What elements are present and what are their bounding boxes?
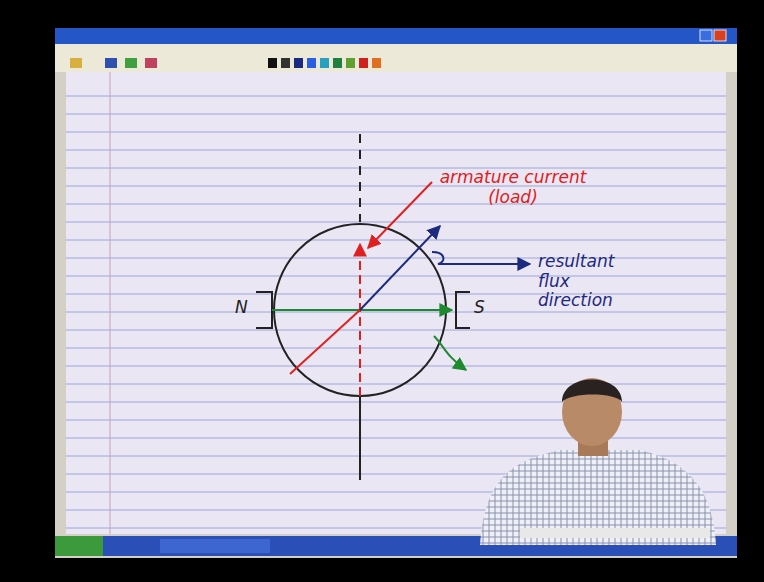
pole-label: S — [474, 298, 494, 318]
toolbar — [55, 54, 737, 72]
rotation-arrow — [434, 336, 466, 370]
window-frame — [55, 28, 737, 558]
armature-line — [290, 310, 360, 374]
presenter — [480, 378, 716, 545]
pole-label: N — [235, 298, 255, 318]
toolbar-swatches — [70, 58, 381, 68]
annotation-text: armature current (load) — [438, 168, 588, 207]
axis-dashed — [359, 134, 361, 222]
axis-line — [359, 396, 361, 480]
annotation-text: resultant flux direction — [538, 252, 648, 311]
armature-mmf-arrow — [359, 244, 361, 396]
south-pole — [456, 292, 470, 328]
title-bar — [55, 28, 737, 44]
north-pole — [256, 292, 272, 328]
margin-line — [110, 72, 111, 534]
leader-line — [432, 252, 530, 264]
menu-bar — [55, 44, 737, 54]
resultant-flux-arrow — [360, 226, 440, 310]
leader-line — [368, 182, 432, 248]
